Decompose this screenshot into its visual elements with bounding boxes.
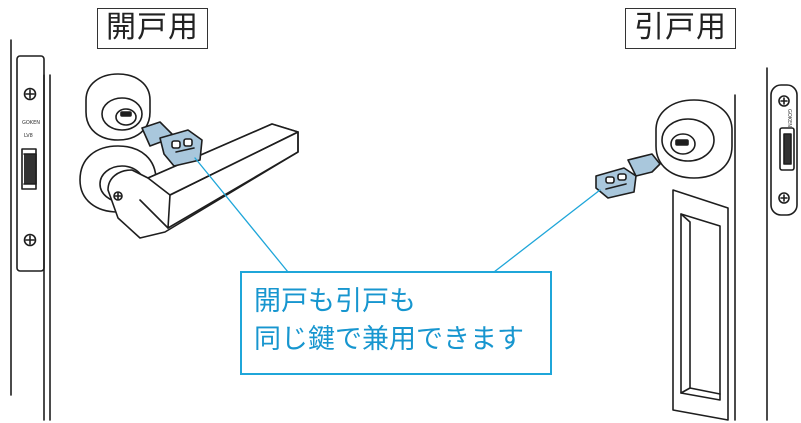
hinged-door-label: 開戸用 bbox=[97, 8, 208, 49]
left-key bbox=[141, 121, 203, 167]
callout-pointers bbox=[194, 157, 601, 273]
right-lock-faceplate bbox=[770, 84, 798, 216]
left-lever-handle bbox=[79, 123, 299, 239]
right-plate-brand: GOKEN bbox=[786, 109, 792, 127]
left-cylinder-lock bbox=[85, 73, 151, 141]
right-flush-pull bbox=[672, 189, 729, 421]
callout-line-2: 同じ鍵で兼用できます bbox=[254, 324, 524, 355]
callout-line-1: 開戸も引戸も bbox=[254, 286, 416, 317]
left-lock-faceplate bbox=[16, 55, 45, 272]
right-door-edge bbox=[734, 67, 768, 421]
left-plate-model: LV8 bbox=[24, 133, 33, 139]
right-cylinder-lock bbox=[655, 99, 733, 179]
sliding-door-label: 引戸用 bbox=[625, 8, 736, 49]
right-key bbox=[595, 153, 661, 199]
left-plate-brand: GOKEN bbox=[22, 120, 40, 126]
shared-key-callout: 開戸も引戸も 同じ鍵で兼用できます bbox=[240, 271, 552, 375]
